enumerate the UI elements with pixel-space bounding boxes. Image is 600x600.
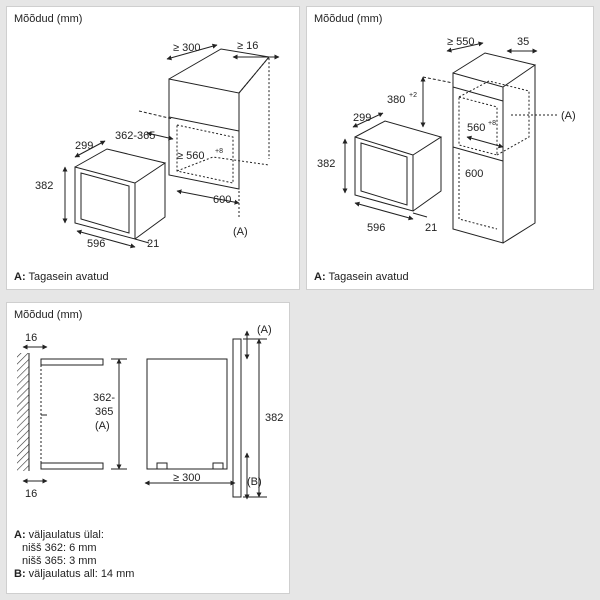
- wall-cabinet-diagram: ≥ 300 ≥ 16 299 362-365 ≥ 560 +8 382 600 …: [35, 40, 280, 250]
- panel-title: Mõõdud (mm): [14, 13, 83, 25]
- dim-596-label: 596: [367, 222, 385, 234]
- marker-a-label: (A): [233, 226, 248, 238]
- tall-cabinet-side: [502, 65, 536, 244]
- cabinet-front-face: [168, 78, 240, 190]
- marker-b-label: (B): [247, 476, 262, 488]
- panel-side-view: 16 16 362- 365 (A) ≥ 300 382 (A) (B) Mõõ…: [6, 302, 290, 594]
- dim-300-label: ≥ 300: [173, 42, 200, 54]
- niche-box: [146, 358, 228, 470]
- dim-35-label: 35: [517, 36, 529, 48]
- tall-cabinet-top: [452, 52, 537, 88]
- dim-596-label: 596: [87, 238, 105, 250]
- tall-cabinet-diagram: ≥ 550 35 380 +2 299 560 +8 382 600 596 2…: [317, 36, 576, 244]
- legend: A: väljaulatus ülal: nišš 362: 6 mm nišš…: [14, 529, 134, 581]
- cabinet-side-dashed: [238, 55, 270, 159]
- microwave-side: [412, 137, 442, 212]
- legend: A: Tagasein avatud: [314, 271, 409, 284]
- panel-title: Mõõdud (mm): [314, 13, 383, 25]
- dim-382-label: 382: [35, 180, 53, 192]
- dim-382-label: 382: [317, 158, 335, 170]
- legend-key-a: A:: [14, 529, 26, 541]
- dim-299-label: 299: [353, 112, 371, 124]
- dim-21-label: 21: [425, 222, 437, 234]
- legend-text-a: väljaulatus ülal:: [25, 529, 104, 541]
- legend: A: Tagasein avatud: [14, 271, 109, 284]
- dim-380-tolerance: +2: [409, 92, 417, 99]
- microwave-front: [354, 136, 414, 212]
- panel-title: Mõõdud (mm): [14, 309, 83, 321]
- dim-362-365-label: 362-365: [115, 130, 155, 142]
- dim-560-tolerance: +8: [215, 148, 223, 155]
- marker-a-label: (A): [561, 110, 576, 122]
- cabinet-shelf: [168, 116, 240, 132]
- dim-299-label: 299: [75, 140, 93, 152]
- marker-a-label: (A): [257, 324, 272, 336]
- legend-line-362: nišš 362: 6 mm: [22, 542, 97, 554]
- microwave-side: [134, 163, 166, 240]
- legend-line-b: B: väljaulatus all: 14 mm: [14, 568, 134, 581]
- microwave-top: [74, 148, 167, 184]
- side-view-diagram: 16 16 362- 365 (A) ≥ 300 382 (A) (B): [17, 324, 283, 500]
- dim-16-bottom-label: 16: [25, 488, 37, 500]
- microwave-door: [80, 172, 130, 234]
- dim-362-line2: 365: [95, 406, 113, 418]
- dim-550-label: ≥ 550: [447, 36, 474, 48]
- appliance-front: [232, 338, 242, 498]
- dim-600-label: 600: [213, 194, 231, 206]
- dim-21-label: 21: [147, 238, 159, 250]
- legend-key-b: B:: [14, 568, 26, 580]
- cabinet-top-face: [168, 48, 270, 94]
- dim-362-line3: (A): [95, 420, 110, 432]
- legend-text: Tagasein avatud: [325, 271, 409, 283]
- dim-382-label: 382: [265, 412, 283, 424]
- dim-16-label: ≥ 16: [237, 40, 258, 52]
- panel-built-in-wall-cabinet: ≥ 300 ≥ 16 299 362-365 ≥ 560 +8 382 600 …: [6, 6, 300, 290]
- dim-16-top-label: 16: [25, 332, 37, 344]
- dim-300-label: ≥ 300: [173, 472, 200, 484]
- microwave-front: [74, 166, 136, 240]
- dim-560-label: 560: [467, 122, 485, 134]
- legend-text: Tagasein avatud: [25, 271, 109, 283]
- legend-line-365: nišš 365: 3 mm: [22, 555, 97, 567]
- microwave-door: [360, 142, 408, 206]
- dim-362-line1: 362-: [93, 392, 115, 404]
- legend-line-a: A: väljaulatus ülal:: [14, 529, 134, 542]
- wall-hatch: [17, 353, 29, 471]
- dim-560-label: ≥ 560: [177, 150, 204, 162]
- microwave-top: [354, 120, 443, 156]
- dim-560-tolerance: +8: [488, 120, 496, 127]
- dim-600-label: 600: [465, 168, 483, 180]
- dim-380-label: 380: [387, 94, 405, 106]
- legend-text-b: väljaulatus all: 14 mm: [25, 568, 135, 580]
- legend-key: A:: [314, 271, 326, 283]
- legend-key: A:: [14, 271, 26, 283]
- panel-tall-cabinet: ≥ 550 35 380 +2 299 560 +8 382 600 596 2…: [306, 6, 594, 290]
